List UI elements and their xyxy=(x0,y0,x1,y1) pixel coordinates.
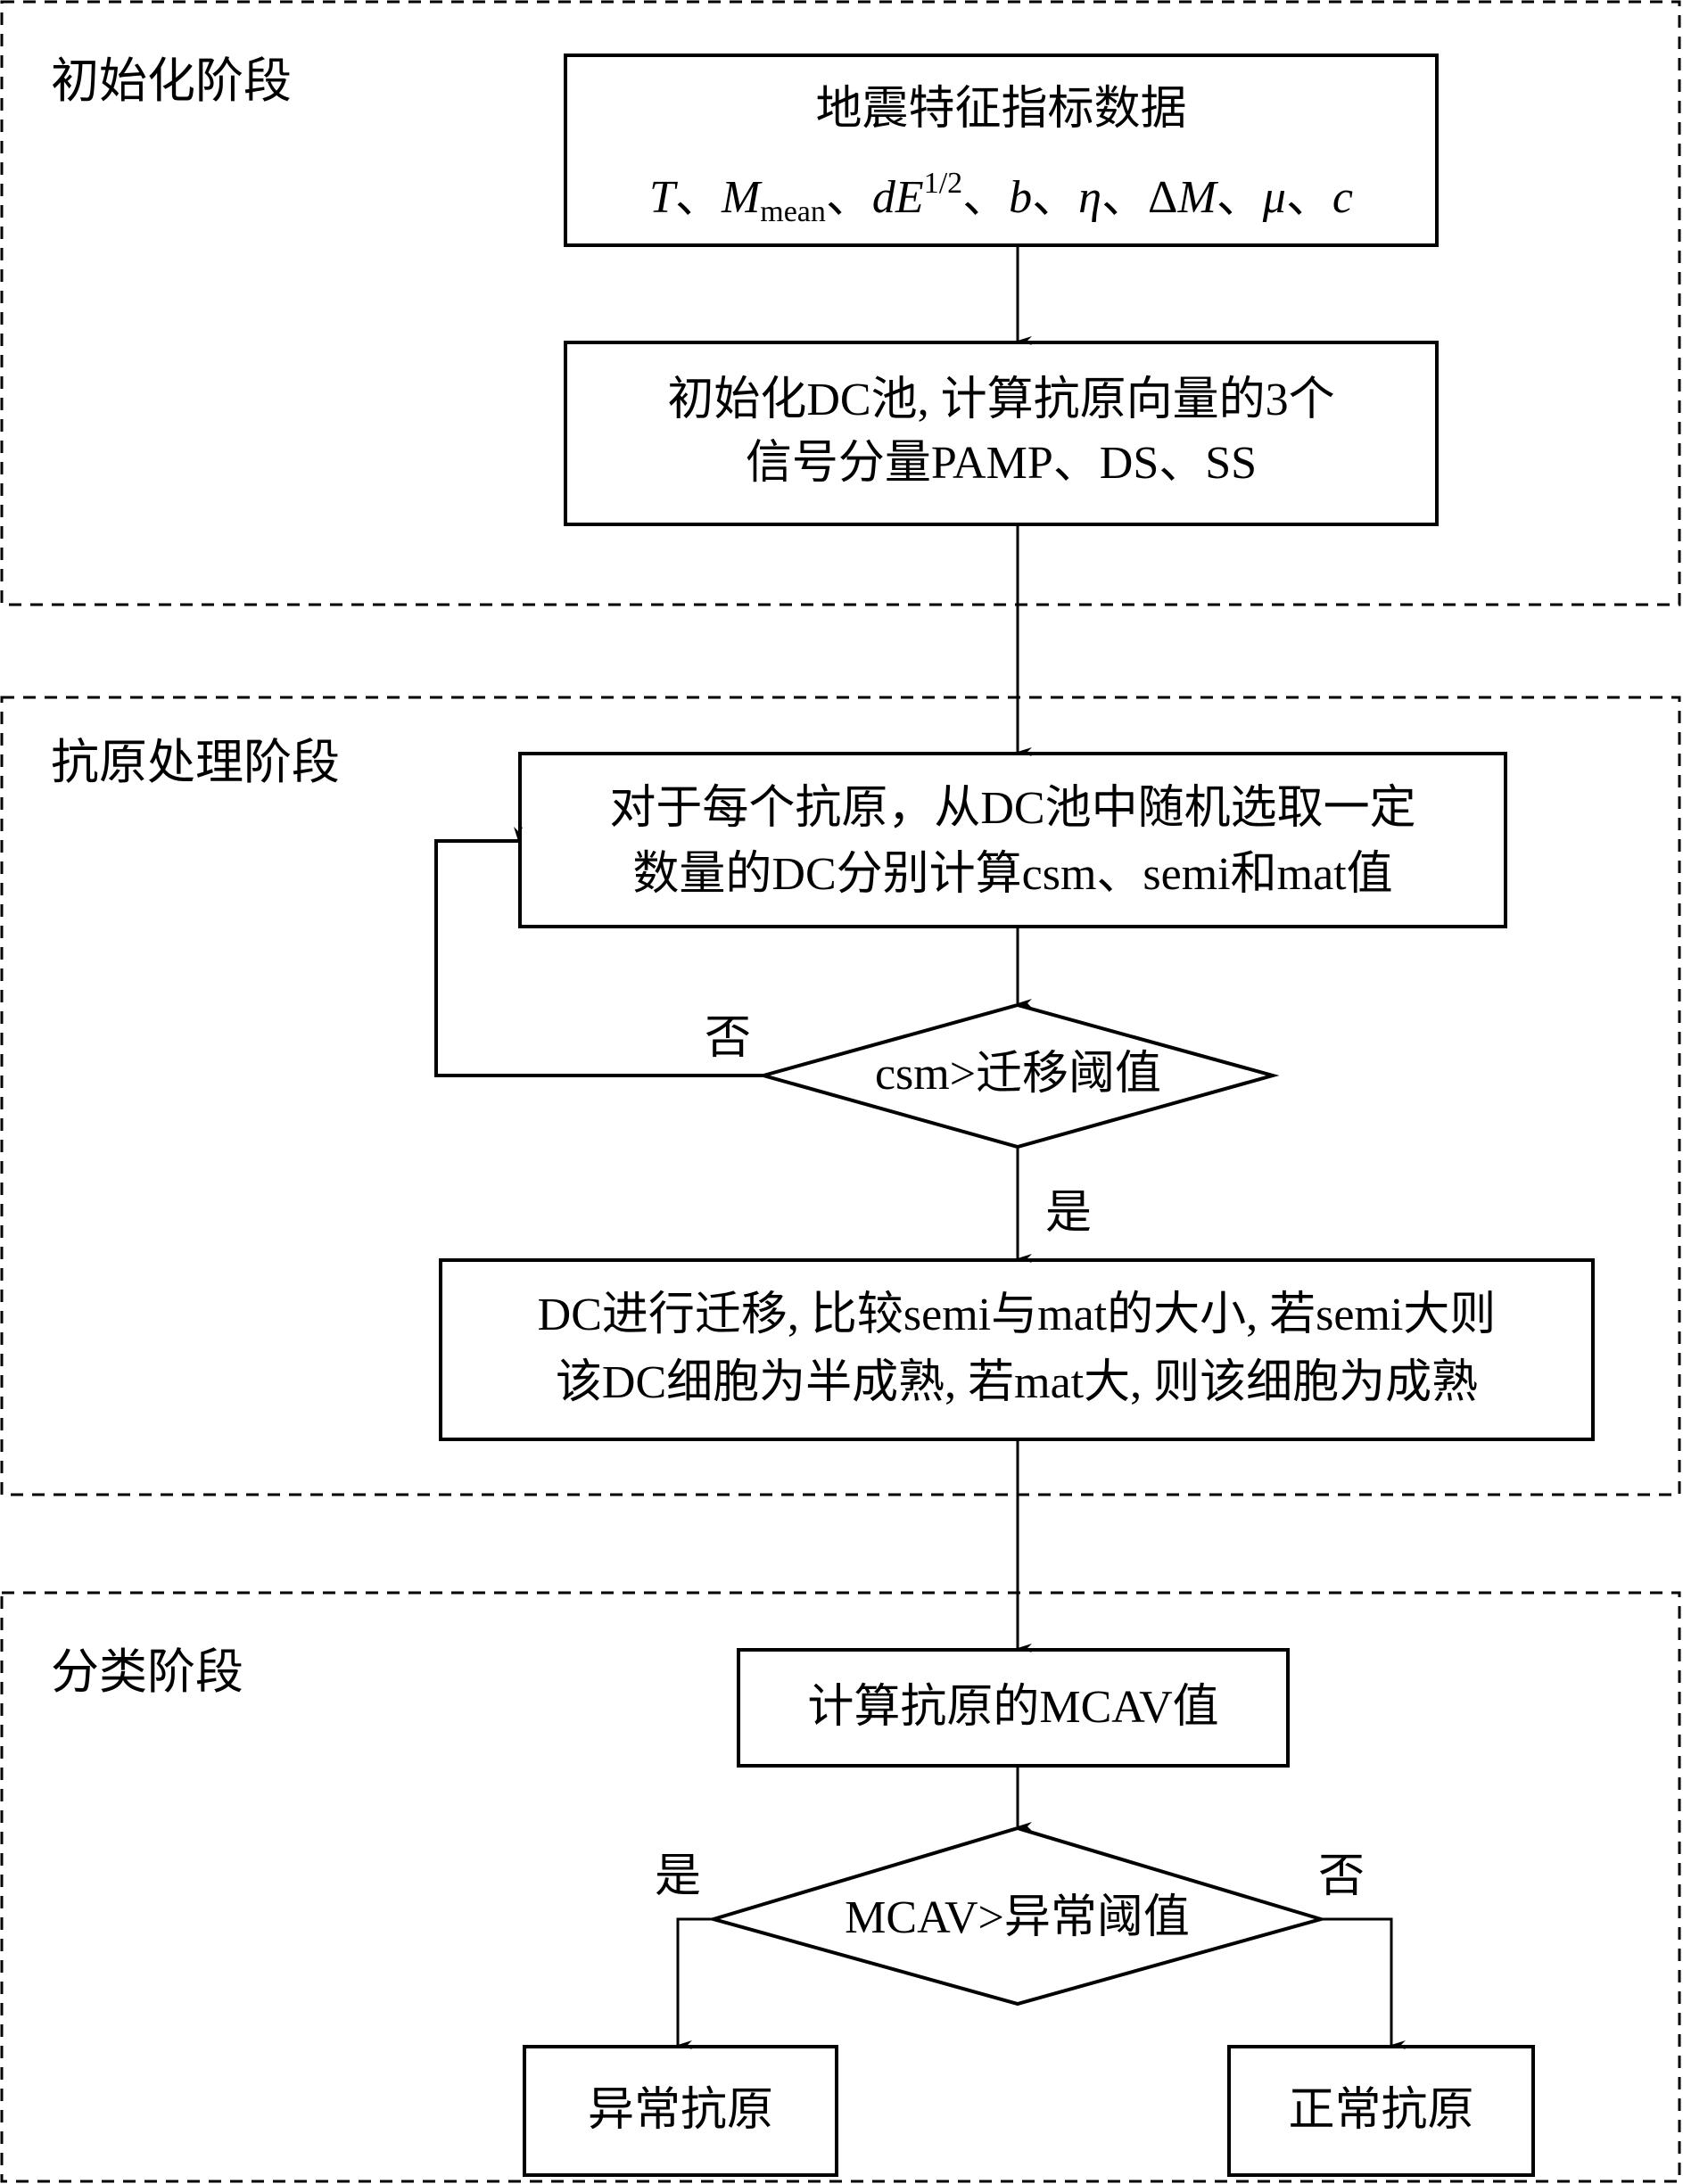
mcav-box xyxy=(737,1648,1290,1768)
var-c: c xyxy=(1332,172,1353,223)
migrate-box xyxy=(439,1258,1595,1441)
csm-decision-text: csm>迁移阈值 xyxy=(874,1049,1162,1100)
csm-no-label: 否 xyxy=(705,1013,752,1064)
stage-label-antigen: 抗原处理阶段 xyxy=(51,736,340,789)
normal-box xyxy=(1227,2045,1535,2177)
var-M-mean-sub: mean xyxy=(760,195,826,228)
sep: 、 xyxy=(825,172,872,223)
var-T: T xyxy=(649,172,675,223)
sample-box-line2: 数量的DC分别计算csm、semi和mat值 xyxy=(632,849,1393,900)
sep: 、 xyxy=(962,172,1010,223)
mcav-no-label: 否 xyxy=(1318,1851,1365,1902)
init-box-line1: 初始化DC池, 计算抗原向量的3个 xyxy=(667,375,1335,425)
init-box xyxy=(564,341,1439,526)
stage-label-classify: 分类阶段 xyxy=(51,1645,243,1699)
mcav-yes-label: 是 xyxy=(655,1851,702,1902)
data-box-variables: T、Mmean、dE1/2、b、η、ΔM、μ、c xyxy=(565,165,1437,232)
init-box-line2: 信号分量PAMP、DS、SS xyxy=(745,438,1258,489)
sep: 、 xyxy=(1285,172,1332,223)
mcav-box-text: 计算抗原的MCAV值 xyxy=(807,1682,1219,1733)
sample-box xyxy=(518,752,1507,928)
data-box xyxy=(564,54,1439,247)
sample-box-line1: 对于每个抗原，从DC池中随机选取一定 xyxy=(609,783,1416,834)
var-delta: Δ xyxy=(1147,172,1178,223)
var-dE: dE xyxy=(871,172,924,223)
sep: 、 xyxy=(1216,172,1263,223)
abnormal-box-text: 异常抗原 xyxy=(587,2085,773,2136)
sep: 、 xyxy=(674,172,722,223)
abnormal-box xyxy=(523,2045,838,2177)
data-box-title: 地震特征指标数据 xyxy=(815,84,1187,135)
var-M-mean: M xyxy=(721,172,761,223)
migrate-box-line2: 该DC细胞为半成熟, 若mat大, 则该细胞为成熟 xyxy=(555,1357,1479,1408)
var-mu: μ xyxy=(1262,172,1286,223)
migrate-box-line1: DC进行迁移, 比较semi与mat的大小, 若semi大则 xyxy=(537,1290,1497,1340)
arrow-no-loop-back xyxy=(434,827,763,1077)
sep: 、 xyxy=(1032,172,1079,223)
var-b: b xyxy=(1009,172,1033,223)
var-delta-M: M xyxy=(1177,172,1217,223)
arrow-yes-to-abnormal xyxy=(676,1917,714,2049)
stage-label-init: 初始化阶段 xyxy=(51,54,292,108)
stage-classify-container xyxy=(0,1591,1681,2183)
stage-antigen-container xyxy=(0,696,1681,1496)
var-dE-sup: 1/2 xyxy=(923,167,963,200)
arrow-no-to-normal xyxy=(1321,1917,1406,2049)
mcav-decision-text: MCAV>异常阈值 xyxy=(845,1892,1190,1943)
stage-init-container xyxy=(0,0,1681,606)
normal-box-text: 正常抗原 xyxy=(1288,2085,1474,2136)
csm-decision-diamond xyxy=(756,1002,1280,1150)
csm-yes-label: 是 xyxy=(1045,1188,1093,1239)
sep: 、 xyxy=(1101,172,1148,223)
var-eta: η xyxy=(1078,172,1101,223)
